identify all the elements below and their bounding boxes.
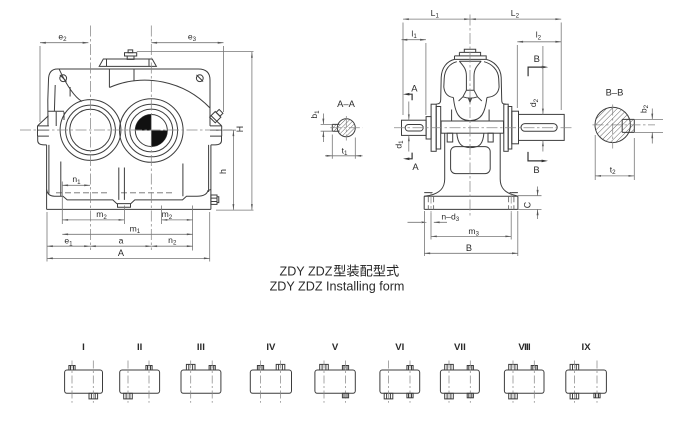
svg-text:I: I <box>82 342 85 353</box>
svg-text:V: V <box>332 342 339 353</box>
svg-text:ZDY ZDZ: ZDY ZDZ <box>280 265 333 279</box>
svg-text:VIII: VIII <box>518 342 531 353</box>
svg-text:III: III <box>197 342 205 353</box>
svg-text:ZDY ZDZ Installing form: ZDY ZDZ Installing form <box>270 280 405 294</box>
svg-text:A–A: A–A <box>337 98 355 109</box>
svg-text:A: A <box>412 161 419 172</box>
svg-text:C: C <box>523 201 533 208</box>
svg-text:A: A <box>118 248 125 258</box>
svg-text:l1: l1 <box>411 28 417 40</box>
svg-text:a: a <box>119 236 124 246</box>
svg-text:B: B <box>534 53 540 64</box>
svg-text:b1: b1 <box>309 110 321 119</box>
svg-text:B–B: B–B <box>606 87 624 98</box>
svg-text:t1: t1 <box>342 145 348 157</box>
svg-text:IV: IV <box>266 342 276 353</box>
svg-text:II: II <box>137 342 143 353</box>
svg-text:B: B <box>466 243 472 253</box>
svg-text:VII: VII <box>454 342 466 353</box>
svg-text:A: A <box>411 83 418 94</box>
svg-text:l2: l2 <box>536 30 542 42</box>
svg-text:L2: L2 <box>511 8 520 20</box>
svg-text:t2: t2 <box>610 164 616 176</box>
svg-text:m2: m2 <box>96 209 107 221</box>
svg-text:H: H <box>235 126 245 132</box>
svg-text:n2: n2 <box>168 235 177 247</box>
svg-text:d1: d1 <box>394 140 406 149</box>
svg-text:n–d3: n–d3 <box>441 212 459 224</box>
svg-text:n1: n1 <box>72 174 81 186</box>
svg-text:d2: d2 <box>528 98 540 107</box>
svg-text:IX: IX <box>582 342 592 353</box>
svg-text:e2: e2 <box>58 32 67 44</box>
svg-text:VI: VI <box>395 342 404 353</box>
svg-text:e3: e3 <box>188 32 197 44</box>
svg-text:m1: m1 <box>130 224 141 236</box>
svg-text:B: B <box>533 164 539 175</box>
svg-text:e1: e1 <box>64 236 73 248</box>
svg-text:m3: m3 <box>468 226 479 238</box>
svg-text:L1: L1 <box>431 8 440 20</box>
svg-text:m2: m2 <box>162 209 173 221</box>
svg-text:b2: b2 <box>638 104 650 113</box>
svg-text:h: h <box>218 169 228 174</box>
